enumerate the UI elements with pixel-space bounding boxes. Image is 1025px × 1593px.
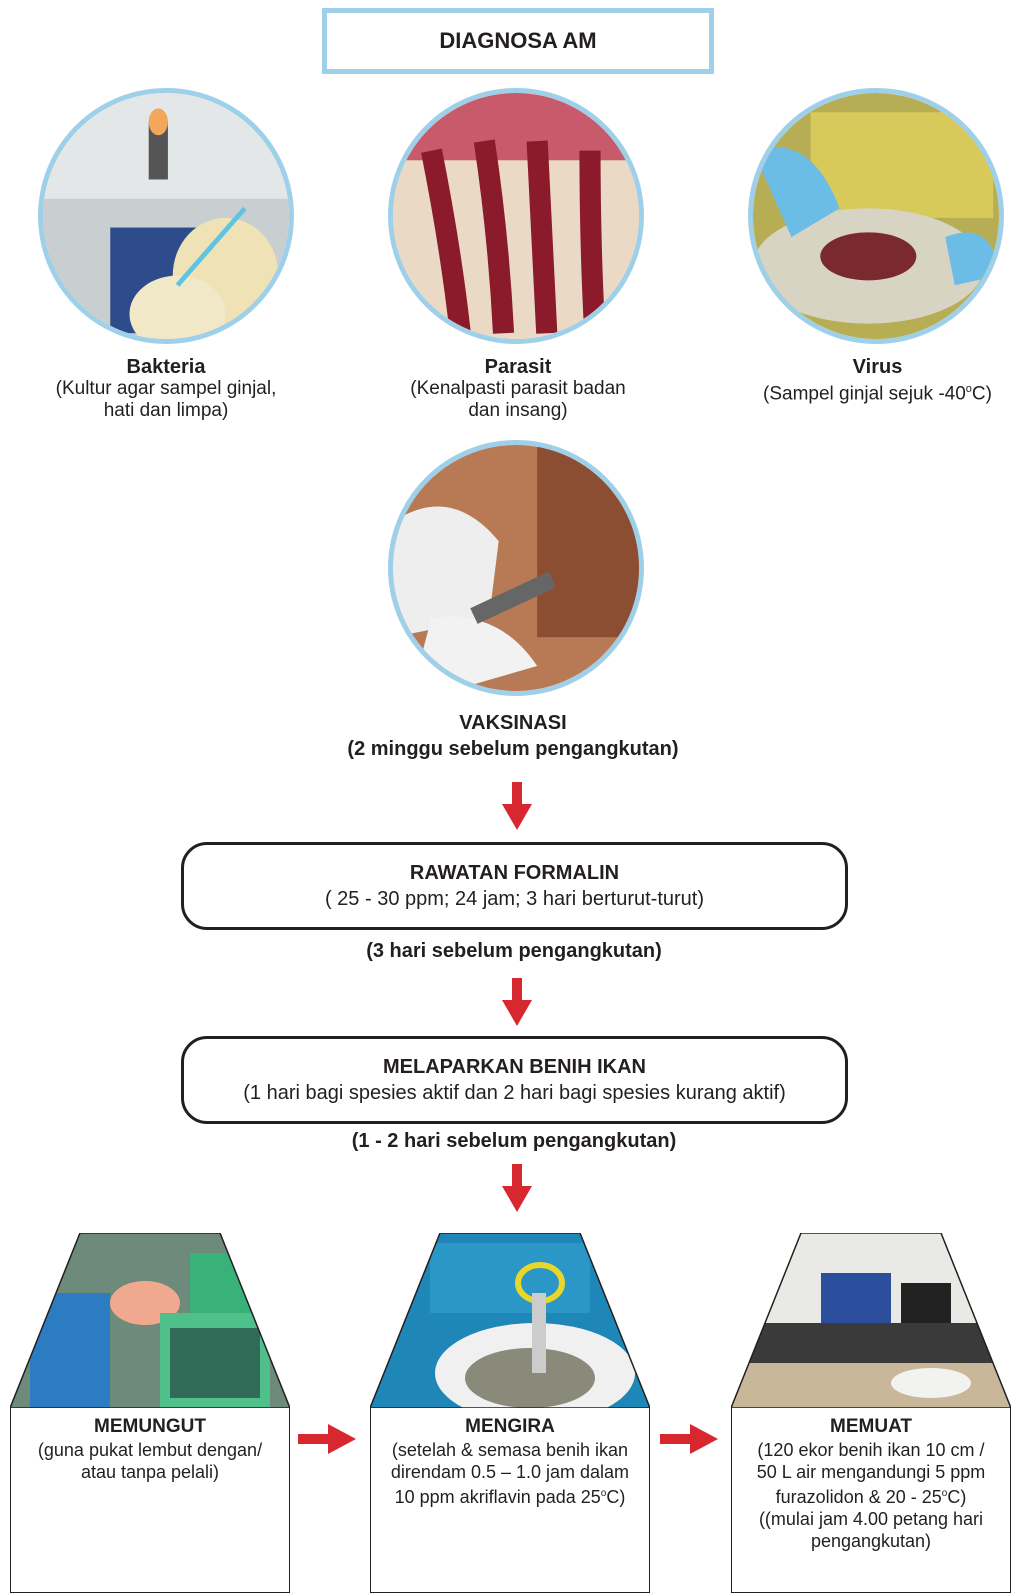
step-detail: (guna pukat lembut dengan/ xyxy=(37,1440,263,1460)
right-arrow-icon xyxy=(660,1424,718,1454)
collecting-panel: MEMUNGUT (guna pukat lembut dengan/ atau… xyxy=(10,1407,290,1593)
down-arrow-icon xyxy=(502,978,532,1026)
loading-photo xyxy=(731,1233,1011,1408)
starving-timing: (1 - 2 hari sebelum pengangkutan) xyxy=(351,1130,677,1152)
starving-box: MELAPARKAN BENIH IKAN (1 hari bagi spesi… xyxy=(181,1036,848,1124)
step-name: MENGIRA xyxy=(465,1416,555,1437)
step-detail: furazolidon & 20 - 25oC) xyxy=(775,1487,967,1507)
diagnosis-name: Parasit xyxy=(484,356,552,378)
bacteria-photo xyxy=(38,88,294,344)
counting-photo xyxy=(370,1233,650,1408)
diagnosis-parasite-caption: Parasit (Kenalpasti parasit badan dan in… xyxy=(372,356,664,422)
formalin-treatment-box: RAWATAN FORMALIN ( 25 - 30 ppm; 24 jam; … xyxy=(181,842,848,930)
diagnosis-detail: hati dan limpa) xyxy=(103,400,229,421)
counting-panel: MENGIRA (setelah & semasa benih ikan dir… xyxy=(370,1407,650,1593)
vaccination-caption: VAKSINASI (2 minggu sebelum pengangkutan… xyxy=(300,710,726,762)
diagnosis-detail: (Kultur agar sampel ginjal, xyxy=(55,378,277,399)
diagnosis-name: Virus xyxy=(852,356,903,378)
page-title: DIAGNOSA AM xyxy=(322,8,714,74)
down-arrow-icon xyxy=(502,782,532,830)
vaccination-photo xyxy=(388,440,644,696)
step-detail: 50 L air mengandungi 5 ppm xyxy=(756,1462,986,1482)
diagnosis-detail: (Sampel ginjal sejuk -40oC) xyxy=(763,383,992,405)
step-detail: pengangkutan) xyxy=(810,1531,932,1551)
step-name: MEMUAT xyxy=(830,1416,912,1437)
step-detail: 10 ppm akriflavin pada 25oC) xyxy=(394,1487,626,1507)
step-name: MEMUNGUT xyxy=(94,1416,206,1437)
formalin-detail: ( 25 - 30 ppm; 24 jam; 3 hari berturut-t… xyxy=(324,888,705,910)
loading-panel: MEMUAT (120 ekor benih ikan 10 cm / 50 L… xyxy=(731,1407,1011,1593)
step-detail: (setelah & semasa benih ikan xyxy=(391,1440,629,1460)
vaccination-timing: (2 minggu sebelum pengangkutan) xyxy=(347,738,679,760)
diagnosis-bacteria-caption: Bakteria (Kultur agar sampel ginjal, hat… xyxy=(20,356,312,422)
collecting-photo xyxy=(10,1233,290,1408)
step-detail: direndam 0.5 – 1.0 jam dalam xyxy=(390,1462,630,1482)
starving-detail: (1 hari bagi spesies aktif dan 2 hari ba… xyxy=(243,1082,786,1104)
vaccination-name: VAKSINASI xyxy=(459,712,567,734)
step-detail: ((mulai jam 4.00 petang hari xyxy=(758,1509,984,1529)
right-arrow-icon xyxy=(298,1424,356,1454)
diagnosis-name: Bakteria xyxy=(126,356,206,378)
down-arrow-icon xyxy=(502,1164,532,1212)
step-detail: (120 ekor benih ikan 10 cm / xyxy=(757,1440,985,1460)
parasite-photo xyxy=(388,88,644,344)
formalin-timing: (3 hari sebelum pengangkutan) xyxy=(366,940,662,962)
diagnosis-detail: (Kenalpasti parasit badan xyxy=(410,378,626,399)
virus-photo xyxy=(748,88,1004,344)
diagnosis-detail: dan insang) xyxy=(468,400,568,421)
starving-title: MELAPARKAN BENIH IKAN xyxy=(383,1056,646,1078)
diagnosis-virus-caption: Virus (Sampel ginjal sejuk -40oC) xyxy=(735,356,1020,405)
formalin-title: RAWATAN FORMALIN xyxy=(409,862,620,884)
step-detail: atau tanpa pelali) xyxy=(80,1462,220,1482)
